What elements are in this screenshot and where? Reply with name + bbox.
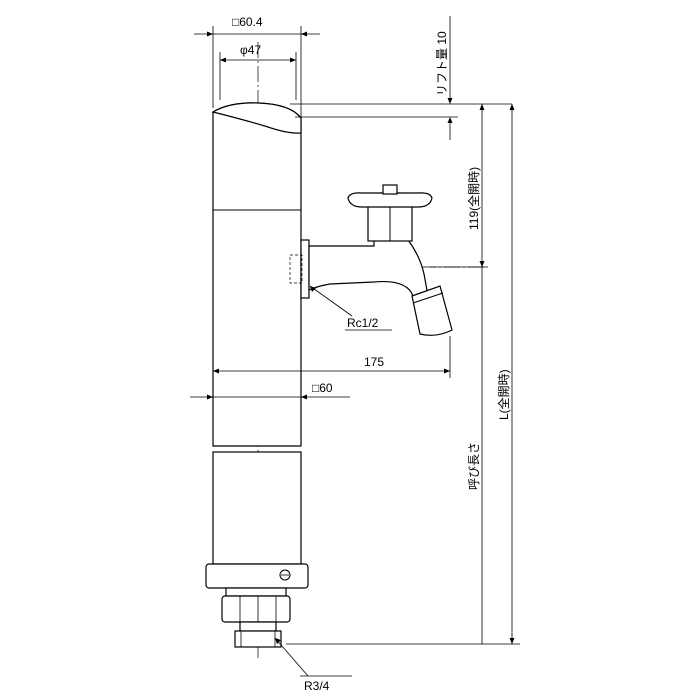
inner-diameter-dim: φ47	[240, 43, 261, 57]
reach-dim: 175	[364, 355, 384, 369]
arrowhead	[479, 261, 485, 267]
arrowhead	[447, 98, 453, 104]
thread-inlet-dim: R3/4	[304, 679, 330, 693]
dimension-arrowheads	[207, 31, 515, 644]
lift-dim: リフト量 10	[435, 31, 449, 96]
arrowhead	[509, 638, 515, 644]
faucet	[289, 184, 453, 336]
arrowhead	[447, 117, 453, 123]
square-body-dim: □60	[312, 381, 333, 395]
thread-faucet-dim: Rc1/2	[347, 316, 379, 330]
nominal-length-dim: 呼び長さ	[467, 442, 481, 490]
arrowhead	[290, 57, 296, 63]
arrowhead	[479, 104, 485, 110]
arrowhead	[310, 286, 316, 292]
lower-column	[212, 451, 302, 565]
arrowhead	[275, 638, 281, 644]
arrowhead	[207, 31, 213, 37]
base-fitting	[205, 563, 309, 648]
arrowhead	[220, 57, 226, 63]
arrowhead	[301, 394, 307, 400]
thread-faucet-leader	[309, 285, 353, 317]
height-open-dim: 119(全開時)	[466, 167, 481, 230]
arrowhead	[509, 104, 515, 110]
thread-inlet-leader	[274, 637, 309, 677]
arrowhead	[301, 31, 307, 37]
arrowhead	[444, 368, 450, 374]
length-open-dim: L(全開時)	[496, 369, 511, 420]
upper-column	[211, 102, 302, 447]
arrowhead	[213, 368, 219, 374]
lift-dimension	[290, 16, 512, 140]
outer-square-dim: □60.4	[232, 15, 263, 29]
arrowhead	[207, 394, 213, 400]
